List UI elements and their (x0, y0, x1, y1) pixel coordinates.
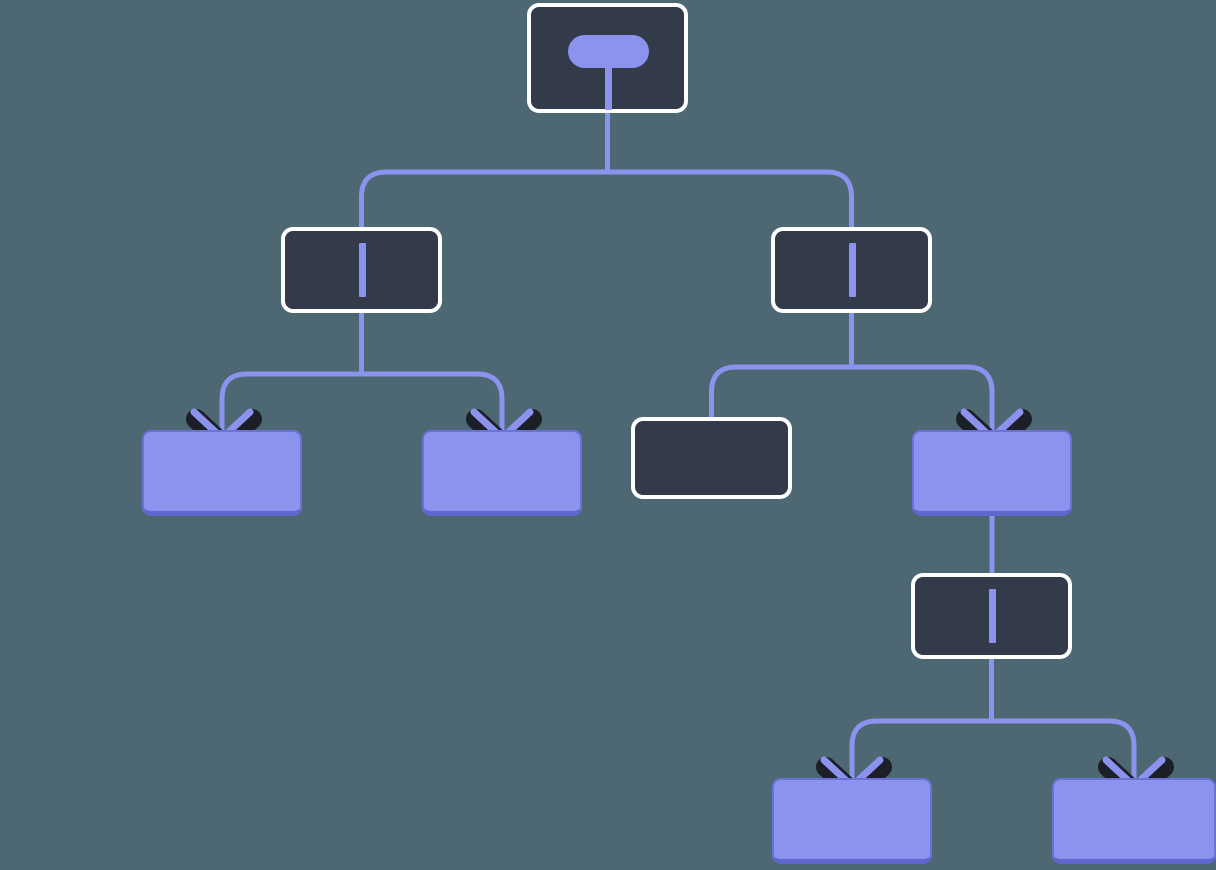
pill-icon (567, 35, 649, 68)
edge-branch-deep-to-leaf-4 (849, 655, 994, 781)
vertical-bar-icon (848, 243, 856, 297)
stem-icon (604, 65, 612, 110)
edge-branch-right-to-leaf-3 (849, 309, 995, 433)
edge-branch-left-to-leaf-2 (359, 309, 505, 433)
edge-root-to-branch-right (605, 109, 854, 230)
leaf-node-2[interactable] (422, 430, 582, 516)
vertical-bar-icon (358, 243, 366, 297)
leaf-node-4[interactable] (772, 778, 932, 864)
vertical-bar-icon (988, 589, 996, 643)
root-node[interactable] (527, 3, 688, 113)
leaf-node-1[interactable] (142, 430, 302, 516)
edge-root-to-branch-left (359, 109, 610, 230)
branch-node-deep[interactable] (911, 573, 1072, 659)
branch-node-right[interactable] (771, 227, 932, 313)
edge-branch-right-to-empty-dark (709, 309, 854, 420)
branch-node-left[interactable] (281, 227, 442, 313)
leaf-node-5[interactable] (1052, 778, 1216, 864)
edge-branch-deep-to-leaf-5 (989, 655, 1137, 781)
leaf-node-3[interactable] (912, 430, 1072, 516)
empty-dark-node[interactable] (631, 417, 792, 499)
edge-branch-left-to-leaf-1 (219, 309, 364, 433)
